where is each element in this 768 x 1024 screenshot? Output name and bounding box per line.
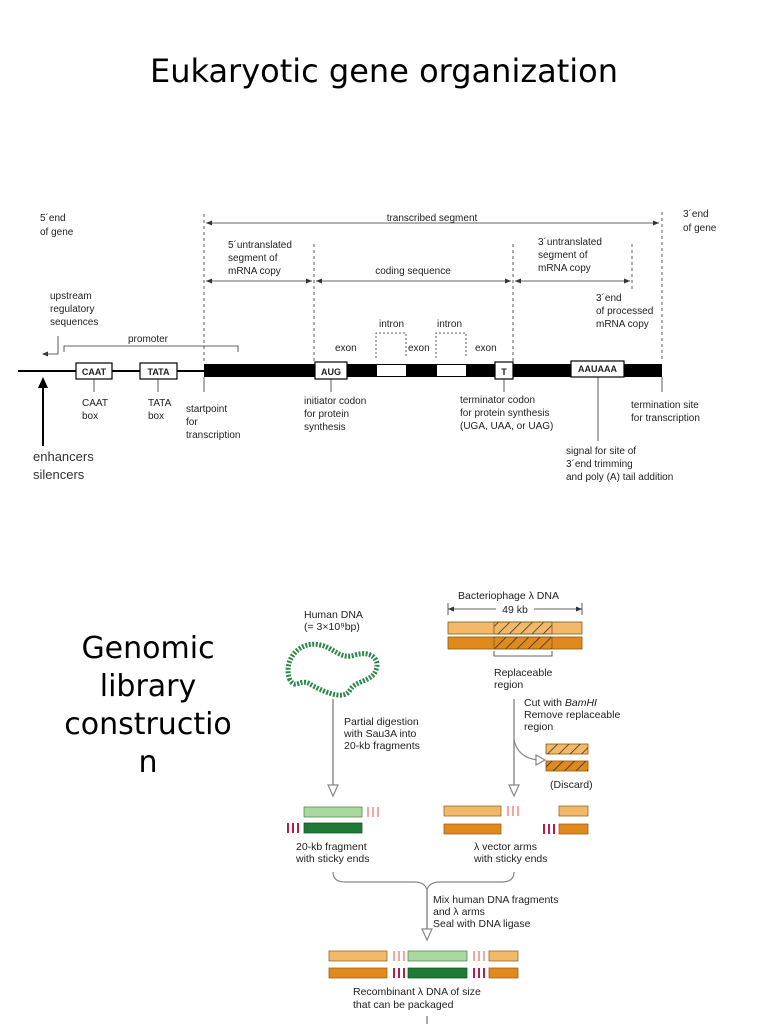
transcribed-segment-label: transcribed segment xyxy=(387,213,478,224)
replaceable-label: Replaceable region xyxy=(494,667,555,691)
intron-label-2: intron xyxy=(437,319,462,330)
three-utr-label: 3´untranslated segment of mRNA copy xyxy=(538,236,605,274)
termination-site-caption: termination site for transcription xyxy=(631,400,702,424)
recombinant-caption: Recombinant λ DNA of size that can be pa… xyxy=(353,986,484,1011)
initiator-caption: initiator codon for protein synthesis xyxy=(304,396,369,433)
silencers-label: silencers xyxy=(33,467,85,482)
mix-label: Mix human DNA fragments and λ arms Seal … xyxy=(433,894,561,930)
recombinant-dna xyxy=(328,950,519,979)
startpoint-caption: startpoint for transcription xyxy=(186,404,240,441)
coding-sequence-label: coding sequence xyxy=(375,266,451,277)
lambda-dna-strand-top xyxy=(447,621,583,635)
svg-text:AUG: AUG xyxy=(321,367,341,377)
intron-segment-2 xyxy=(437,365,466,376)
tata-caption: TATA box xyxy=(148,398,174,422)
svg-text:TATA: TATA xyxy=(148,367,170,377)
cut-with-label: Cut with BamHI Remove replaceable region xyxy=(524,697,623,733)
lambda-dna-strand-bottom xyxy=(447,636,583,650)
genomic-library-title: Genomic library constructio n xyxy=(64,631,232,780)
svg-text:AAUAAA: AAUAAA xyxy=(578,364,617,374)
five-end-gene-label: 5´end of gene xyxy=(40,212,74,238)
exon-label-2: exon xyxy=(408,343,430,354)
tata-box: TATA xyxy=(139,362,178,380)
human-dna-label: Human DNA (= 3×10⁹bp) xyxy=(304,609,365,633)
discard-label: (Discard) xyxy=(550,779,593,791)
promoter-label: promoter xyxy=(128,334,169,345)
svg-text:T: T xyxy=(501,367,507,377)
terminator-caption: terminator codon for protein synthesis (… xyxy=(460,395,553,432)
vector-arms xyxy=(443,805,589,835)
exon-label-1: exon xyxy=(335,343,357,354)
bacteriophage-label: Bacteriophage λ DNA xyxy=(458,590,559,602)
exon-label-3: exon xyxy=(475,343,497,354)
slide-title: Eukaryotic gene organization xyxy=(149,52,619,90)
caat-caption: CAAT box xyxy=(82,398,111,422)
svg-text:CAAT: CAAT xyxy=(82,367,107,377)
vector-caption: λ vector arms with sticky ends xyxy=(473,841,548,865)
human-dna-coil xyxy=(285,641,380,698)
five-utr-label: 5´untranslated segment of mRNA copy xyxy=(228,239,295,277)
intron-segment-1 xyxy=(377,365,406,376)
three-end-gene-label: 3´end of gene xyxy=(683,208,717,234)
signal-caption: signal for site of 3´end trimming and po… xyxy=(566,446,673,483)
partial-digestion-label: Partial digestion with Sau3A into 20-kb … xyxy=(343,716,422,752)
upstream-label: upstream regulatory sequences xyxy=(50,291,98,328)
aug-box: AUG xyxy=(314,361,348,380)
kb49-label: 49 kb xyxy=(502,604,528,616)
fragment-caption: 20-kb fragment with sticky ends xyxy=(295,841,370,865)
enhancers-label: enhancers xyxy=(33,449,94,464)
intron-label-1: intron xyxy=(379,319,404,330)
fragment-20kb xyxy=(287,806,379,834)
aauaaa-box: AAUAAA xyxy=(570,360,625,378)
three-end-processed-label: 3´end of processed mRNA copy xyxy=(596,292,656,330)
